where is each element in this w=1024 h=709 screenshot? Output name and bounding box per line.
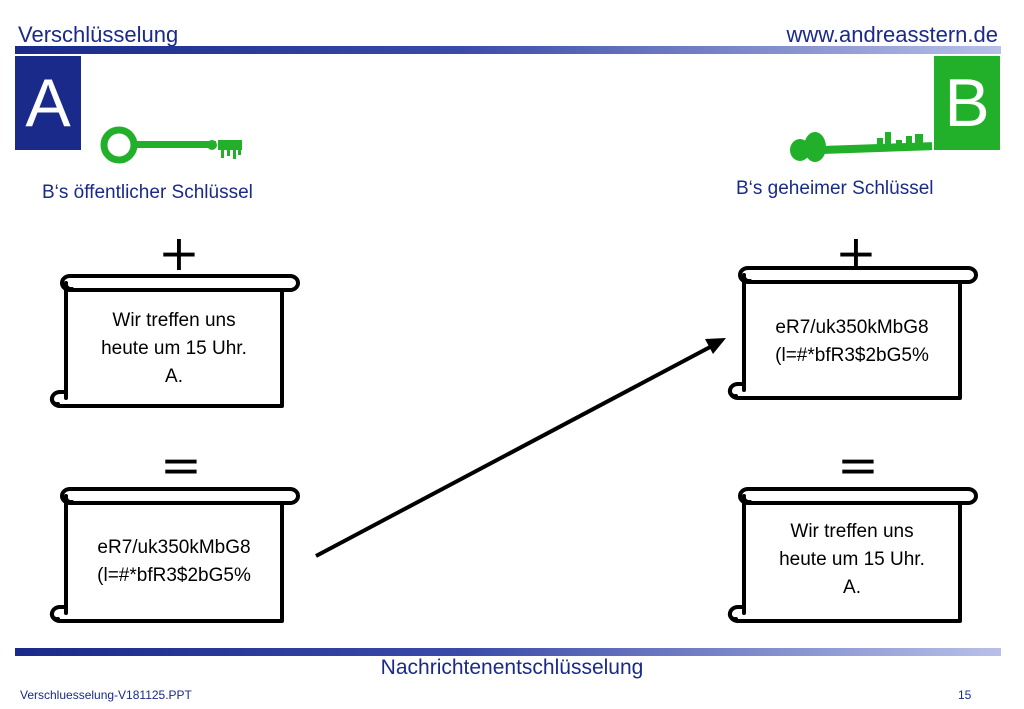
public-key-icon <box>100 126 242 164</box>
message-line: Wir treffen uns <box>112 310 236 331</box>
message-line: A. <box>165 366 183 387</box>
footer-divider <box>15 648 1001 656</box>
scroll-a-top-text: Wir treffen uns heute um 15 Uhr. A. <box>68 307 280 391</box>
website-url: www.andreasstern.de <box>786 22 998 47</box>
scroll-b-bottom-text: Wir treffen uns heute um 15 Uhr. A. <box>746 518 958 602</box>
ciphertext-line: eR7/uk350kMbG8 <box>775 317 929 338</box>
public-key-label: B‘s öffentlicher Schlüssel <box>42 182 253 203</box>
ciphertext-line: eR7/uk350kMbG8 <box>97 537 251 558</box>
message-line: A. <box>843 577 861 598</box>
ciphertext-line: (l=#*bfR3$2bG5% <box>775 345 929 366</box>
party-a-box: A <box>15 56 81 150</box>
equals-operator-b: = <box>837 436 879 494</box>
secret-key-label: B‘s geheimer Schlüssel <box>736 178 934 199</box>
message-line: Wir treffen uns <box>790 521 914 542</box>
transfer-arrow <box>315 338 726 558</box>
slide-title: Verschlüsselung <box>18 22 179 47</box>
scroll-b-top-text: eR7/uk350kMbG8 (l=#*bfR3$2bG5% <box>746 314 958 370</box>
section-title: Nachrichtenentschlüsselung <box>380 656 644 679</box>
secret-key-icon <box>790 132 933 162</box>
plus-operator-a: + <box>158 224 200 282</box>
scroll-b-top <box>727 266 978 400</box>
plus-operator-b: + <box>835 224 877 282</box>
page-number: 15 <box>958 688 972 702</box>
equals-operator-a: = <box>160 436 202 494</box>
message-line: heute um 15 Uhr. <box>779 549 925 570</box>
scroll-a-bottom <box>49 487 300 623</box>
scroll-a-bottom-text: eR7/uk350kMbG8 (l=#*bfR3$2bG5% <box>68 534 280 590</box>
scroll-b-bottom <box>727 487 978 623</box>
message-line: heute um 15 Uhr. <box>101 338 247 359</box>
party-b-box: B <box>934 56 1000 150</box>
ciphertext-line: (l=#*bfR3$2bG5% <box>97 565 251 586</box>
file-name: Verschluesselung-V181125.PPT <box>20 688 192 702</box>
scroll-a-top <box>49 274 300 408</box>
header-divider <box>15 46 1001 54</box>
